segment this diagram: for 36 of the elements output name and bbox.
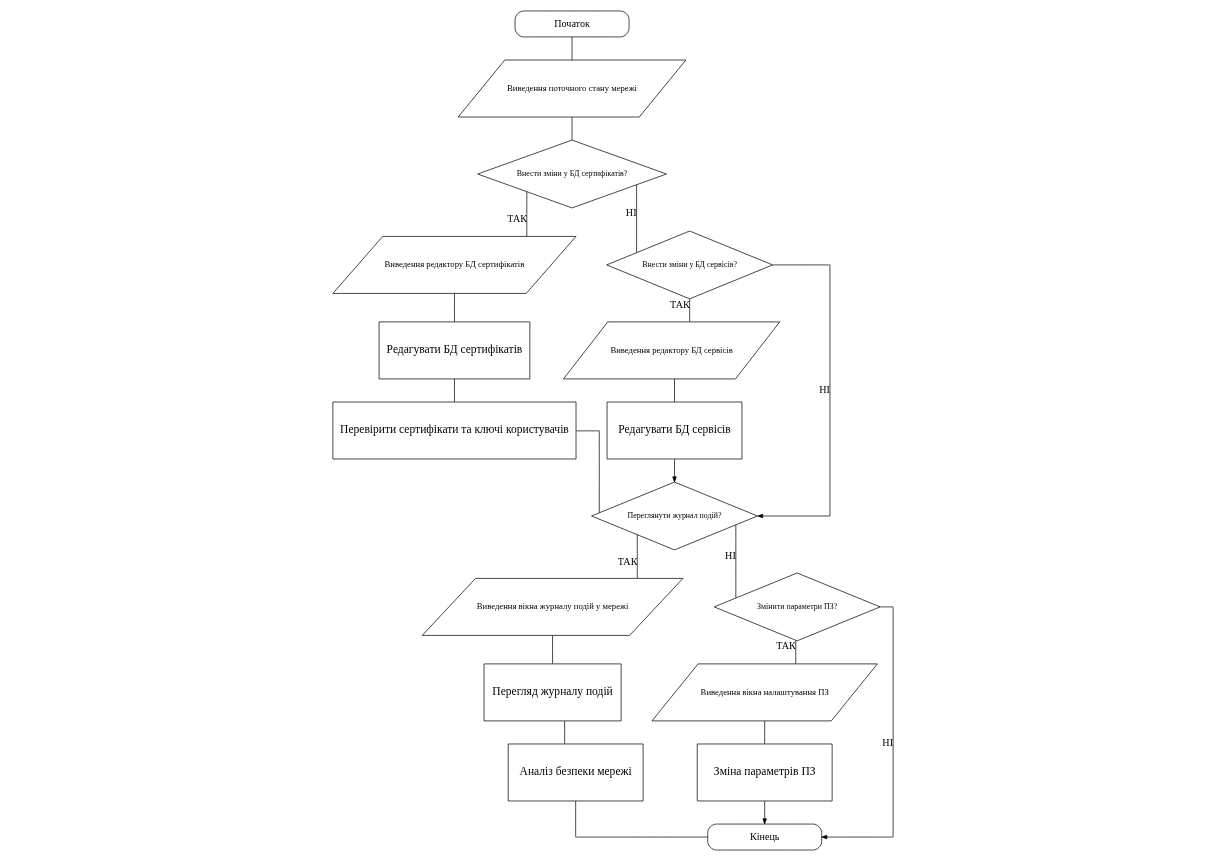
edge-label: ТАК — [775, 640, 796, 652]
connector — [794, 640, 796, 664]
edge-label: НІ — [818, 383, 830, 395]
edge-label: НІ — [625, 206, 637, 218]
arrow — [756, 264, 830, 519]
edge-label: ТАК — [617, 555, 637, 567]
node-box: Кінець — [706, 823, 822, 851]
connector — [453, 378, 455, 403]
node-diamond: Внести зміни у БД сертифікатів? — [476, 139, 667, 209]
node-diamond: Внести зміни у БД сервісів? — [605, 230, 773, 300]
connector — [563, 720, 565, 745]
connector — [575, 430, 600, 514]
edge-label: ТАК — [506, 213, 527, 225]
connector — [673, 378, 675, 403]
connector — [574, 800, 708, 838]
connector — [636, 534, 638, 579]
connector — [453, 293, 455, 322]
edge-label: НІ — [724, 549, 736, 561]
connector — [763, 720, 765, 745]
node-box: Перевірити сертифікати та ключі користувачів — [332, 401, 576, 460]
node-box: Початок — [514, 10, 629, 38]
node-box: Редагувати БД сертифікатів — [378, 321, 530, 380]
node-box: Зміна параметрів ПЗ — [696, 743, 832, 802]
arrow — [762, 800, 767, 825]
connector — [551, 635, 553, 664]
node-diamond: Змінити параметри ПЗ? — [713, 572, 880, 642]
edge-label: НІ — [881, 736, 893, 748]
node-diamond: Переглянути журнал подій? — [590, 481, 758, 551]
connector — [688, 298, 690, 323]
connector — [734, 524, 736, 599]
connector — [525, 191, 527, 237]
connector — [635, 184, 637, 253]
node-box: Аналіз безпеки мережі — [507, 743, 643, 802]
node-box: Перегляд журналу подій — [483, 663, 621, 722]
node-box: Редагувати БД сервісів — [606, 401, 742, 460]
arrow — [671, 458, 677, 483]
